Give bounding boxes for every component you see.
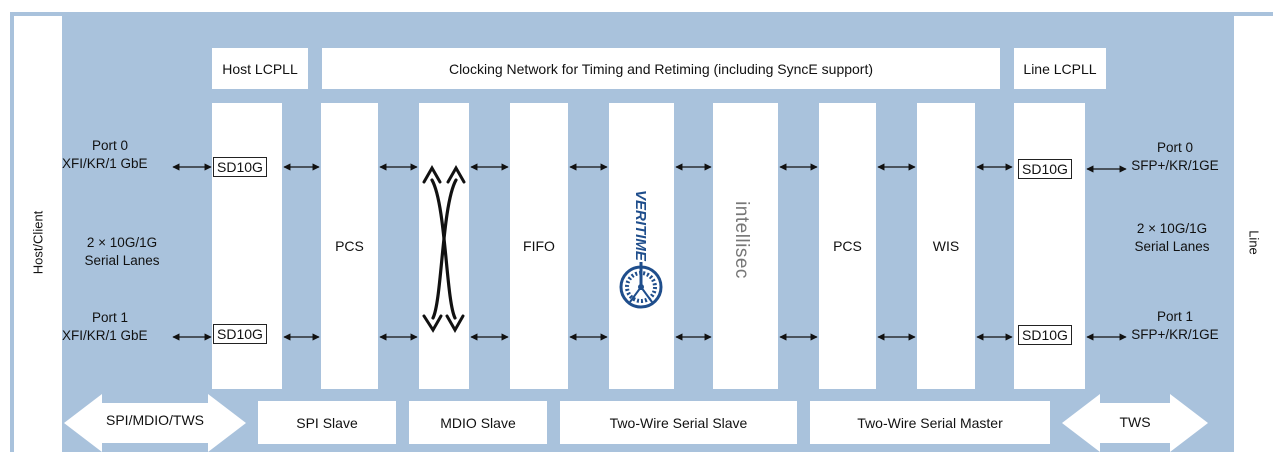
veritime-logo: VERITIME [619,190,663,309]
line-serdes-port0: SD10G [1018,159,1072,179]
spi-mdio-tws-label: SPI/MDIO/TWS [106,412,204,428]
line-panel [1234,16,1273,452]
fifo-column: FIFO [510,103,568,389]
left-port0-label: Port 0 XFI/KR/1 GbE [60,137,160,173]
right-port0-label: Port 0 SFP+/KR/1GE [1120,139,1230,175]
right-lanes-line2: Serial Lanes [1134,239,1210,254]
right-lanes-line1: 2 × 10G/1G [1136,221,1208,236]
left-port1-name: Port 1 [91,310,129,325]
tws-label: TWS [1119,414,1151,430]
two-wire-slave-box: Two-Wire Serial Slave [560,401,797,444]
right-lanes-label: 2 × 10G/1G Serial Lanes [1112,220,1232,256]
left-lanes-line1: 2 × 10G/1G [86,235,158,250]
two-wire-master-box: Two-Wire Serial Master [810,401,1050,444]
right-port1-type: SFP+/KR/1GE [1131,327,1219,342]
crosspoint-switch-icon [422,164,466,334]
host-serdes-port1: SD10G [213,324,267,344]
wis-column: WIS [917,103,975,389]
mdio-slave-box: MDIO Slave [409,401,547,444]
left-port0-name: Port 0 [91,138,129,153]
line-pcs-label: PCS [833,238,862,254]
line-serdes-port1: SD10G [1018,325,1072,345]
left-port0-type: XFI/KR/1 GbE [62,156,148,171]
right-port1-label: Port 1 SFP+/KR/1GE [1120,308,1230,344]
host-client-panel [14,16,62,452]
right-port1-name: Port 1 [1156,309,1194,324]
host-lcpll-box: Host LCPLL [212,48,308,89]
clocking-network-box: Clocking Network for Timing and Retiming… [322,48,1000,89]
left-lanes-label: 2 × 10G/1G Serial Lanes [62,234,182,270]
left-lanes-line2: Serial Lanes [84,253,160,268]
fifo-label: FIFO [523,238,555,254]
host-pcs-column: PCS [321,103,378,389]
left-port1-label: Port 1 XFI/KR/1 GbE [60,309,160,345]
intellisec-column [713,103,778,389]
spi-mdio-tws-arrow [64,394,246,452]
line-lcpll-box: Line LCPLL [1014,48,1106,89]
inter-column-arrows [283,163,1013,341]
wis-label: WIS [932,238,960,254]
host-serdes-port0: SD10G [213,157,267,177]
veritime-text: VERITIME [632,190,649,262]
right-port0-type: SFP+/KR/1GE [1131,158,1219,173]
left-port1-type: XFI/KR/1 GbE [62,328,148,343]
spi-slave-box: SPI Slave [258,401,396,444]
host-pcs-label: PCS [335,238,364,254]
veritime-column [609,103,674,389]
right-port0-name: Port 0 [1156,140,1194,155]
tws-arrow [1062,394,1208,452]
line-pcs-column: PCS [819,103,876,389]
